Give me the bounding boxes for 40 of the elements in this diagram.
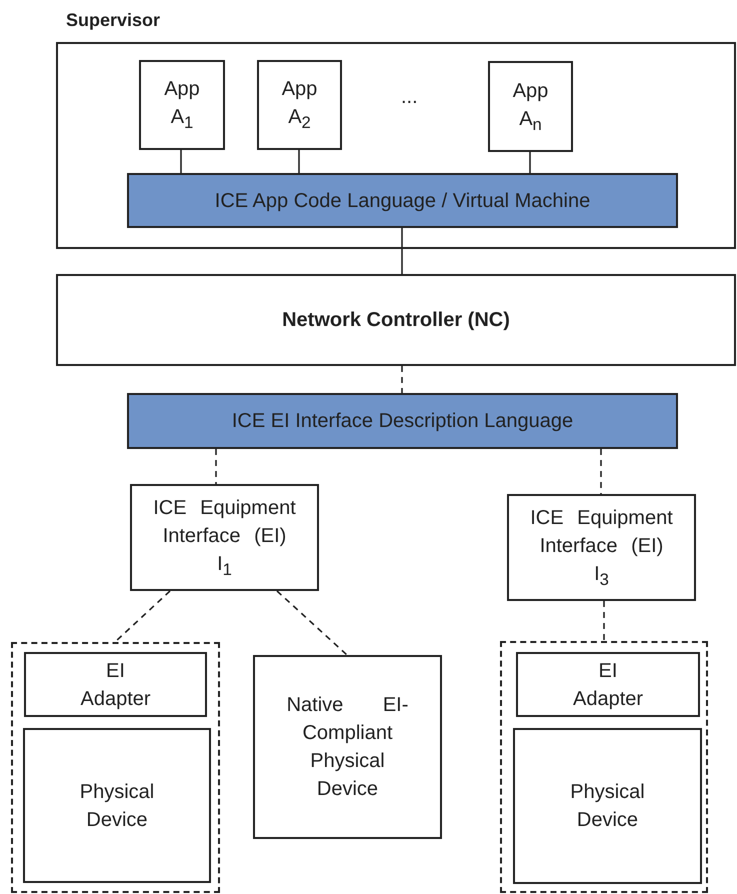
box-label: EI Adapter — [573, 658, 643, 712]
box-label: ICE Equipment Interface (EI) I$_{3}$ — [529, 506, 674, 591]
process-box — [24, 652, 207, 717]
connector-line — [215, 449, 217, 484]
box-label: App A$_{1}$ — [163, 77, 201, 134]
connector-line — [298, 150, 300, 173]
connector-line — [603, 601, 605, 641]
box-label: Physical Device — [569, 780, 646, 833]
box-label: Native EI-Compliant Physical Device — [286, 693, 410, 802]
connector-line — [529, 152, 531, 173]
process-box — [139, 60, 225, 150]
box-label: Network Controller (NC) — [282, 308, 510, 333]
ellipsis-label: ... — [401, 86, 418, 109]
process-box — [516, 652, 700, 717]
box-label: EI Adapter — [80, 658, 150, 712]
group-heading: Supervisor — [66, 9, 160, 32]
process-box — [130, 484, 319, 591]
process-box — [23, 728, 211, 883]
connector-line — [276, 590, 348, 656]
process-box — [507, 494, 696, 601]
layer-bar — [127, 393, 678, 449]
connector-line — [401, 228, 403, 274]
box-label: ICE Equipment Interface (EI) I$_{1}$ — [152, 496, 297, 581]
box-label: App A$_{n}$ — [512, 78, 550, 136]
dashed-group-box — [500, 641, 708, 893]
process-box — [488, 61, 573, 152]
process-box — [253, 655, 442, 839]
box-label: Physical Device — [78, 780, 156, 832]
connector-line — [180, 150, 182, 173]
connector-line — [401, 366, 403, 393]
layer-bar — [127, 173, 678, 228]
box-label: App A$_{2}$ — [280, 77, 318, 134]
box-label: ICE EI Interface Description Language — [232, 409, 574, 434]
process-box — [513, 728, 702, 884]
process-box — [257, 60, 342, 150]
connector-line — [114, 590, 171, 643]
dashed-group-box — [11, 642, 220, 893]
connector-line — [600, 449, 602, 494]
box-label: ICE App Code Language / Virtual Machine — [214, 188, 590, 214]
process-box — [56, 274, 736, 366]
